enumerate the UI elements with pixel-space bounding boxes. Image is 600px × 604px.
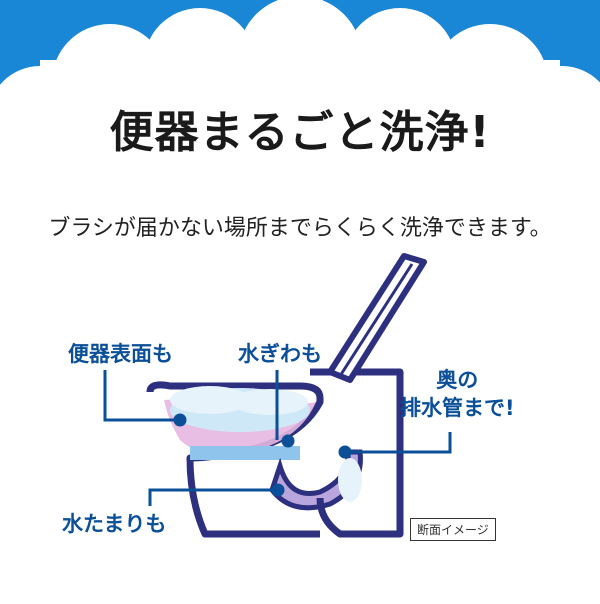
cleaning-tool-handle bbox=[327, 253, 427, 383]
callout-drain-pipe: 奥の 排水管まで! bbox=[400, 366, 515, 423]
cross-section-caption: 断面イメージ bbox=[410, 518, 496, 541]
page-headline: 便器まるごと洗浄! bbox=[109, 107, 491, 158]
toilet-bowl bbox=[146, 368, 404, 538]
callout-bowl-surface: 便器表面も bbox=[68, 342, 173, 366]
page-subline: ブラシが届かない場所までらくらく洗浄できます。 bbox=[48, 216, 552, 241]
callout-drain-line1: 奥の bbox=[436, 368, 479, 392]
sky-cloud-background bbox=[0, 0, 600, 200]
callout-drain-line2: 排水管まで! bbox=[400, 396, 515, 421]
callout-water-pool: 水たまりも bbox=[62, 512, 167, 536]
callout-waterline: 水ぎわも bbox=[238, 342, 322, 366]
callout-leaders bbox=[103, 370, 452, 506]
